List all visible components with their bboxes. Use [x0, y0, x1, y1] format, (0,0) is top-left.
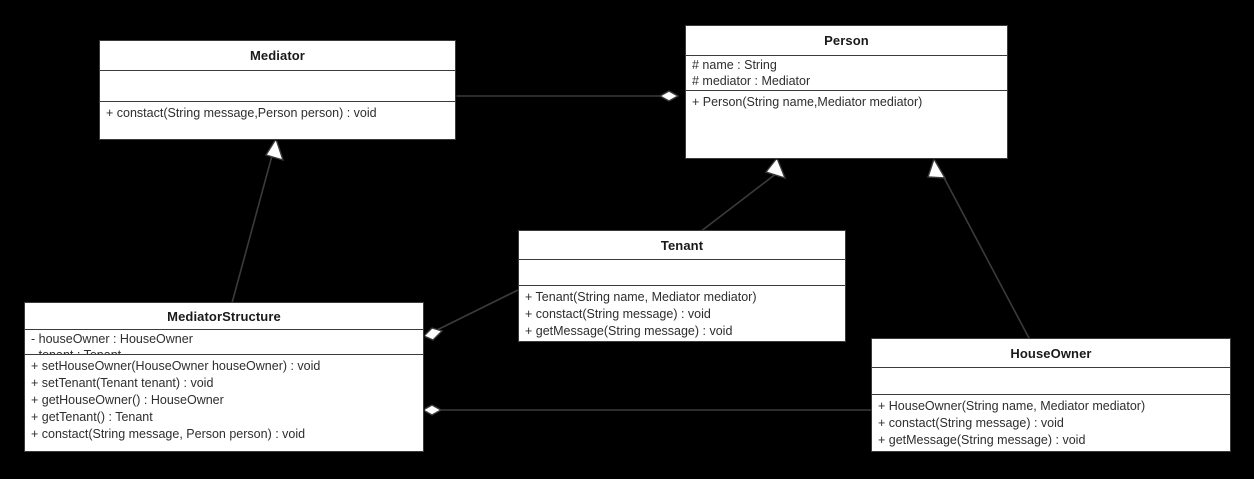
- class-box-person[interactable]: Person # name : String # mediator : Medi…: [685, 25, 1008, 159]
- class-box-mediator[interactable]: Mediator + constact(String message,Perso…: [99, 40, 456, 140]
- attribute-item: - houseOwner : HouseOwner: [31, 332, 193, 346]
- class-name-compartment: Person: [686, 26, 1007, 56]
- operation-item: + constact(String message) : void: [878, 416, 1064, 430]
- operation-item: + getTenant() : Tenant: [31, 410, 153, 424]
- class-name-label: Mediator: [250, 48, 305, 63]
- class-attributes-compartment: [519, 260, 845, 286]
- class-operations-compartment: + Tenant(String name, Mediator mediator)…: [519, 286, 845, 341]
- class-box-tenant[interactable]: Tenant + Tenant(String name, Mediator me…: [518, 230, 846, 342]
- class-operations-compartment: + constact(String message,Person person)…: [100, 102, 455, 139]
- class-name-compartment: MediatorStructure: [25, 303, 423, 330]
- edge-houseowner-to-person[interactable]: [927, 157, 1031, 341]
- attribute-item: - tenant : Tenant: [31, 348, 122, 355]
- class-attributes-compartment: # name : String # mediator : Mediator: [686, 56, 1007, 91]
- class-box-mediatorstructure[interactable]: MediatorStructure - houseOwner : HouseOw…: [24, 302, 424, 452]
- operation-item: + setHouseOwner(HouseOwner houseOwner) :…: [31, 359, 321, 373]
- class-attributes-compartment: [100, 71, 455, 102]
- operation-item: + constact(String message,Person person)…: [106, 106, 377, 120]
- operation-item: + getMessage(String message) : void: [878, 433, 1086, 447]
- class-name-label: Tenant: [660, 237, 704, 253]
- edge-mediatorstructure-to-houseowner[interactable]: [421, 404, 871, 416]
- attribute-item: # name : String: [692, 58, 777, 72]
- edge-mediatorstructure-to-mediator[interactable]: [231, 137, 285, 304]
- edge-mediator-to-person[interactable]: [456, 90, 680, 102]
- class-operations-compartment: + Person(String name,Mediator mediator): [686, 91, 1007, 158]
- class-operations-compartment: + HouseOwner(String name, Mediator media…: [872, 395, 1230, 451]
- class-box-houseowner[interactable]: HouseOwner + HouseOwner(String name, Med…: [871, 338, 1231, 452]
- class-operations-compartment: + setHouseOwner(HouseOwner houseOwner) :…: [25, 355, 423, 451]
- class-attributes-compartment: [872, 368, 1230, 395]
- operation-item: + Person(String name,Mediator mediator): [692, 95, 923, 109]
- edge-tenant-to-person[interactable]: [699, 156, 787, 233]
- operation-item: + getHouseOwner() : HouseOwner: [31, 393, 224, 407]
- operation-item: + HouseOwner(String name, Mediator media…: [878, 399, 1146, 413]
- operation-item: + constact(String message, Person person…: [31, 427, 306, 441]
- class-name-label: Person: [824, 33, 869, 48]
- class-name-compartment: Mediator: [100, 41, 455, 71]
- edge-mediatorstructure-to-tenant[interactable]: [422, 289, 519, 341]
- attribute-item: # mediator : Mediator: [692, 74, 811, 88]
- class-name-label: HouseOwner: [1010, 345, 1092, 361]
- class-attributes-compartment: - houseOwner : HouseOwner - tenant : Ten…: [25, 330, 423, 355]
- operation-item: + getMessage(String message) : void: [525, 324, 733, 338]
- class-name-label: MediatorStructure: [167, 308, 281, 324]
- operation-item: + Tenant(String name, Mediator mediator): [525, 290, 757, 304]
- operation-item: + constact(String message) : void: [525, 307, 711, 321]
- class-name-compartment: Tenant: [519, 231, 845, 260]
- class-name-compartment: HouseOwner: [872, 339, 1230, 368]
- operation-item: + setTenant(Tenant tenant) : void: [31, 376, 214, 390]
